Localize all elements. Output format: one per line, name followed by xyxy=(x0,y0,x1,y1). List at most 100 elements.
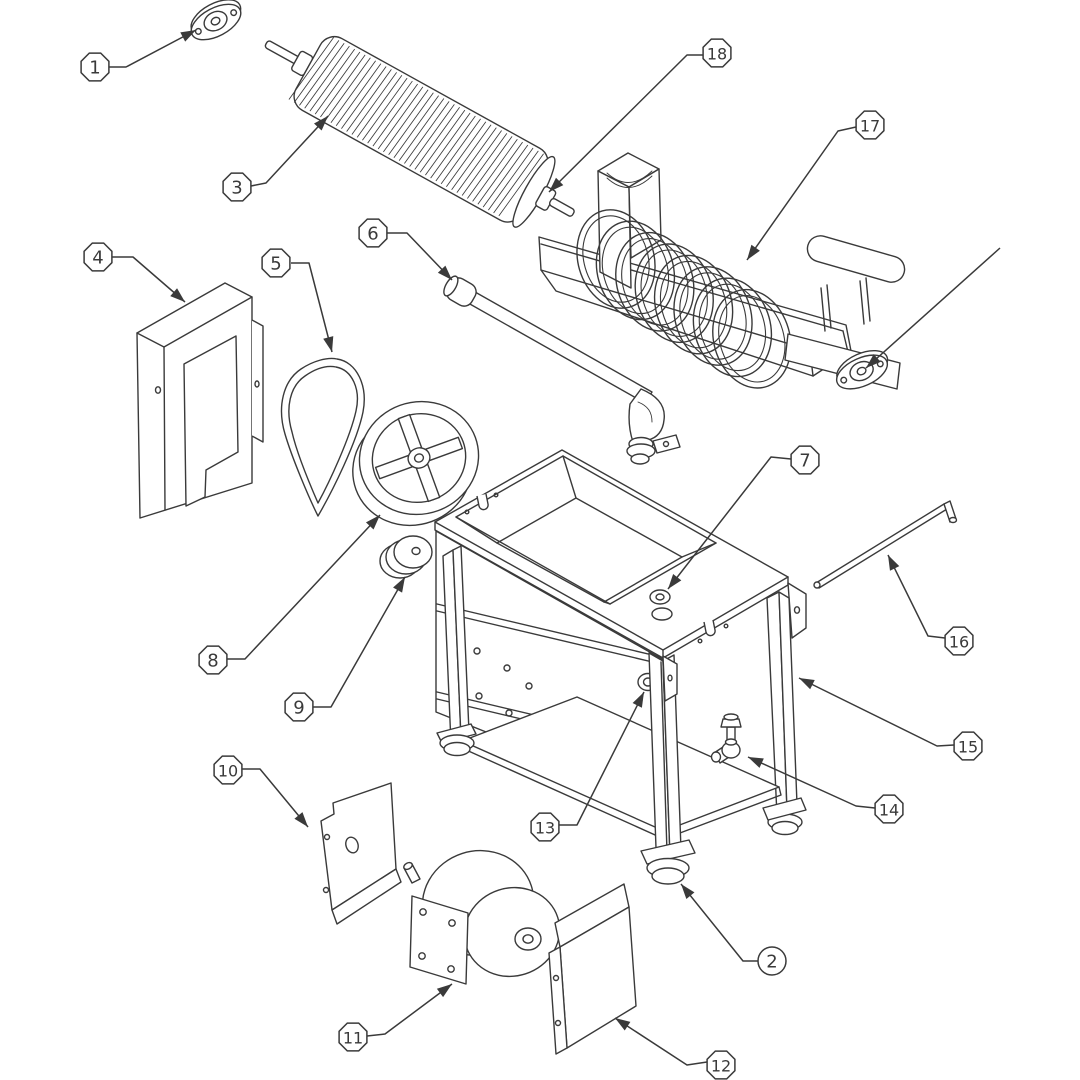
leader-line xyxy=(250,115,329,187)
callout-12: 12 xyxy=(614,1017,736,1080)
callout-number: 5 xyxy=(270,254,281,275)
callout-10: 10 xyxy=(213,755,309,828)
leader-line xyxy=(798,677,955,747)
leader-line xyxy=(109,29,197,68)
leader-line xyxy=(387,232,453,281)
leader-arrowhead xyxy=(323,336,334,352)
leader-line xyxy=(366,983,453,1037)
callout-badge xyxy=(198,645,228,675)
callout-badge xyxy=(83,242,113,272)
stand-left-leg xyxy=(436,545,477,757)
callout-number: 14 xyxy=(879,801,899,820)
callout-badge xyxy=(80,52,110,82)
leader-line xyxy=(242,768,309,828)
part-agitator-assembly xyxy=(538,152,906,397)
callout-badge xyxy=(757,946,787,976)
part-drain-valve xyxy=(710,713,742,764)
callout-badge xyxy=(213,755,243,785)
leader-arrowhead xyxy=(437,265,452,280)
callout-9: 9 xyxy=(284,576,406,722)
leader-line xyxy=(548,54,703,193)
leader-arrowhead xyxy=(549,177,564,192)
part-flange-bearing xyxy=(183,0,249,48)
leader-arrowhead xyxy=(365,515,380,530)
callout-flange-bearing-2 xyxy=(865,247,1001,369)
callout-14: 14 xyxy=(747,756,904,824)
callout-13: 13 xyxy=(530,691,645,842)
leader-line xyxy=(746,126,857,261)
callout-number: 6 xyxy=(367,224,378,245)
callout-number: 17 xyxy=(860,117,880,136)
leader-arrowhead xyxy=(180,30,196,42)
callout-number: 8 xyxy=(207,651,218,672)
part-grommet-plug xyxy=(649,589,673,621)
callout-7: 7 xyxy=(667,445,820,590)
callout-5: 5 xyxy=(261,248,334,353)
callout-6: 6 xyxy=(358,218,453,281)
leader-arrowhead xyxy=(866,354,881,368)
callout-2: 2 xyxy=(680,883,787,976)
leader-arrowhead xyxy=(747,244,760,260)
callout-8: 8 xyxy=(198,514,381,675)
part-belt-guard xyxy=(136,282,264,519)
part-feed-roller xyxy=(264,35,575,228)
callout-badge xyxy=(530,812,560,842)
leader-line xyxy=(887,554,946,639)
callout-badge xyxy=(222,172,252,202)
callout-number: 10 xyxy=(218,762,238,781)
callout-badge xyxy=(855,110,885,140)
leader-arrowhead xyxy=(393,577,405,593)
callout-badge xyxy=(953,731,983,761)
callout-number: 3 xyxy=(231,178,242,199)
callout-17: 17 xyxy=(746,110,885,261)
callout-number: 2 xyxy=(766,952,777,973)
callout-16: 16 xyxy=(887,554,974,656)
part-motor xyxy=(403,849,561,985)
leader-arrowhead xyxy=(313,116,328,131)
callout-badge xyxy=(944,626,974,656)
leader-line xyxy=(614,1017,708,1066)
part-crank-rod xyxy=(813,500,958,589)
callout-badge xyxy=(358,218,388,248)
leader-line xyxy=(112,256,186,303)
callout-number: 11 xyxy=(343,1029,363,1048)
leader-arrowhead xyxy=(668,573,682,589)
leader-line xyxy=(667,456,792,590)
leader-line xyxy=(291,262,333,353)
callout-badge xyxy=(702,38,732,68)
callout-number: 7 xyxy=(799,451,810,472)
leader-arrowhead xyxy=(748,757,764,768)
callout-badge xyxy=(706,1050,736,1080)
callout-badge xyxy=(261,248,291,278)
leader-arrowhead xyxy=(681,884,695,899)
leader-arrowhead xyxy=(888,555,900,571)
callout-badge xyxy=(874,794,904,824)
stand-front-leg xyxy=(640,652,696,885)
leader-arrowhead xyxy=(170,288,185,302)
callout-number: 15 xyxy=(958,738,978,757)
part-drive-pulley xyxy=(352,400,480,527)
part-mounting-bracket xyxy=(320,782,402,925)
callout-1: 1 xyxy=(80,29,197,82)
leader-line xyxy=(313,576,406,708)
callout-number: 9 xyxy=(293,698,304,719)
leader-arrowhead xyxy=(799,678,815,690)
callout-4: 4 xyxy=(83,242,186,303)
part-drain-pipe xyxy=(443,275,681,465)
callout-number: 1 xyxy=(89,58,100,79)
part-motor-pulley xyxy=(379,535,433,579)
leader-line xyxy=(227,514,381,660)
part-v-belt xyxy=(280,357,365,517)
callout-badge xyxy=(790,445,820,475)
callout-15: 15 xyxy=(798,677,983,761)
callout-11: 11 xyxy=(338,983,453,1052)
leader-line xyxy=(559,691,645,826)
callout-18: 18 xyxy=(548,38,732,193)
leader-line xyxy=(865,247,1001,369)
leader-arrowhead xyxy=(436,984,452,998)
callout-badge xyxy=(338,1022,368,1052)
leader-arrowhead xyxy=(615,1018,631,1031)
callout-number: 12 xyxy=(711,1057,731,1076)
